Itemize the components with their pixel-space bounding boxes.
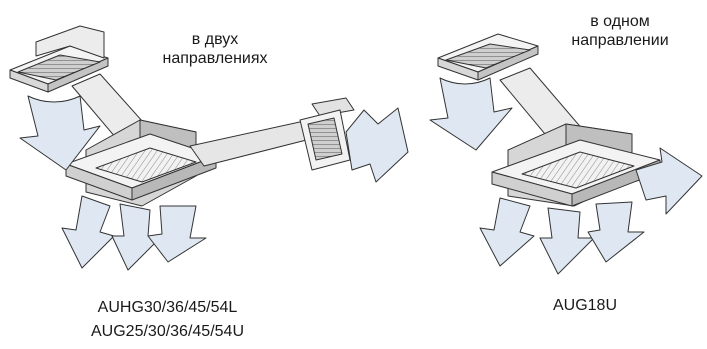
- right-cassette-unit: [491, 123, 661, 207]
- arrow-top-right-down: [429, 77, 513, 151]
- right-caption-line-1: в одном: [590, 13, 650, 30]
- arrow-down-center: [539, 207, 595, 275]
- left-model-line-1: AUHG30/36/45/54L: [97, 299, 238, 316]
- right-unit-illustration: [429, 33, 703, 275]
- arrow-right-out: [345, 107, 409, 183]
- left-model-line-2: AUG25/30/36/45/54U: [91, 323, 244, 340]
- left-right-diffuser: [299, 97, 355, 171]
- left-unit-illustration: [9, 25, 409, 271]
- right-flow-caption: в одном направлении: [540, 12, 700, 50]
- left-caption-line-2: направлениях: [162, 50, 268, 67]
- right-top-diffuser: [437, 33, 539, 81]
- arrow-top-left-down: [19, 95, 101, 171]
- arrow-down-center: [111, 203, 163, 271]
- left-caption-line-1: в двух: [191, 31, 239, 48]
- left-cassette-unit: [65, 119, 217, 207]
- left-top-diffuser: [9, 25, 109, 93]
- right-model-list: AUG18U: [525, 296, 645, 315]
- left-airflow-arrows: [19, 95, 409, 271]
- arrow-down-right: [147, 205, 207, 263]
- right-model-line-1: AUG18U: [552, 297, 618, 314]
- right-airflow-arrows: [429, 77, 703, 275]
- left-model-list: AUHG30/36/45/54L AUG25/30/36/45/54U: [60, 296, 275, 344]
- arrow-down-right: [587, 201, 645, 263]
- left-flow-caption: в двух направлениях: [150, 30, 280, 68]
- arrow-down-left: [479, 197, 535, 267]
- arrow-right-out: [635, 147, 703, 215]
- arrow-down-left: [61, 195, 115, 269]
- right-caption-line-2: направлении: [571, 32, 669, 49]
